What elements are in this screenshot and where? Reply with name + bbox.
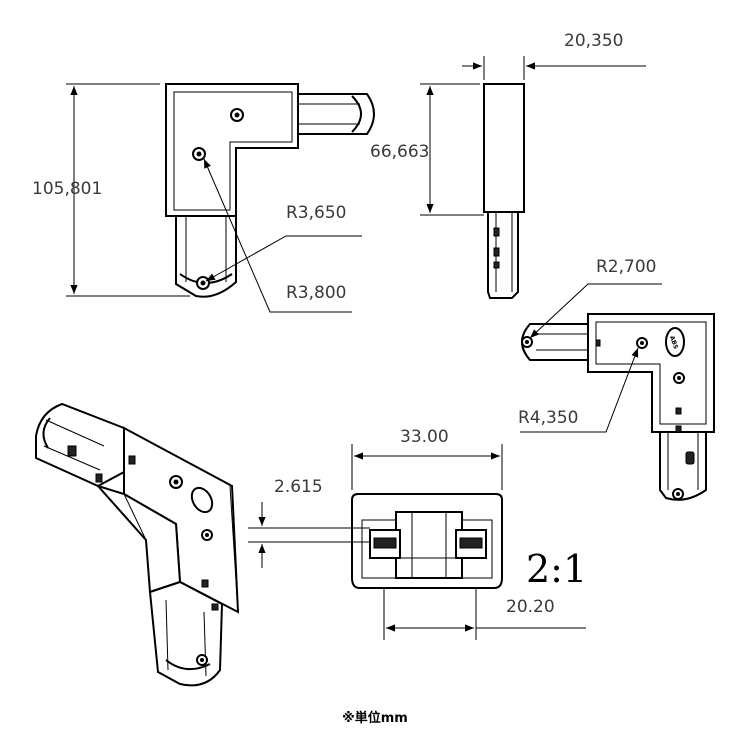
label-r3650: R3,650 [286,203,346,223]
label-width-front: 33.00 [400,427,449,447]
label-height-side: 66,663 [370,142,429,162]
leader-r3800 [203,158,352,313]
label-r3800: R3,800 [286,283,346,303]
front-view [351,493,503,589]
unit-note: ※単位mm [342,710,408,726]
abs-badge-label: ABS [668,335,679,350]
dim-105801 [66,83,190,297]
leader-r2700 [529,283,662,339]
dim-20350 [462,56,646,80]
label-inner-width: 20.20 [506,597,555,617]
dim-2020 [383,588,586,640]
top-view [165,83,375,298]
side-view [483,83,525,299]
dim-66663 [420,83,484,216]
dim-3300 [351,444,503,490]
isometric-view [35,402,240,687]
label-r2700: R2,700 [596,257,656,277]
label-r4350: R4,350 [518,408,578,428]
scale-label: 2:1 [526,547,587,591]
abs-badge [665,327,685,357]
leader-r3650 [205,235,362,282]
label-width-top: 20,350 [564,31,623,51]
dim-2615 [248,502,370,568]
label-gap: 2.615 [274,477,323,497]
bottom-view [521,313,715,501]
leader-r4350 [520,347,639,433]
label-height-main: 105,801 [32,179,102,199]
